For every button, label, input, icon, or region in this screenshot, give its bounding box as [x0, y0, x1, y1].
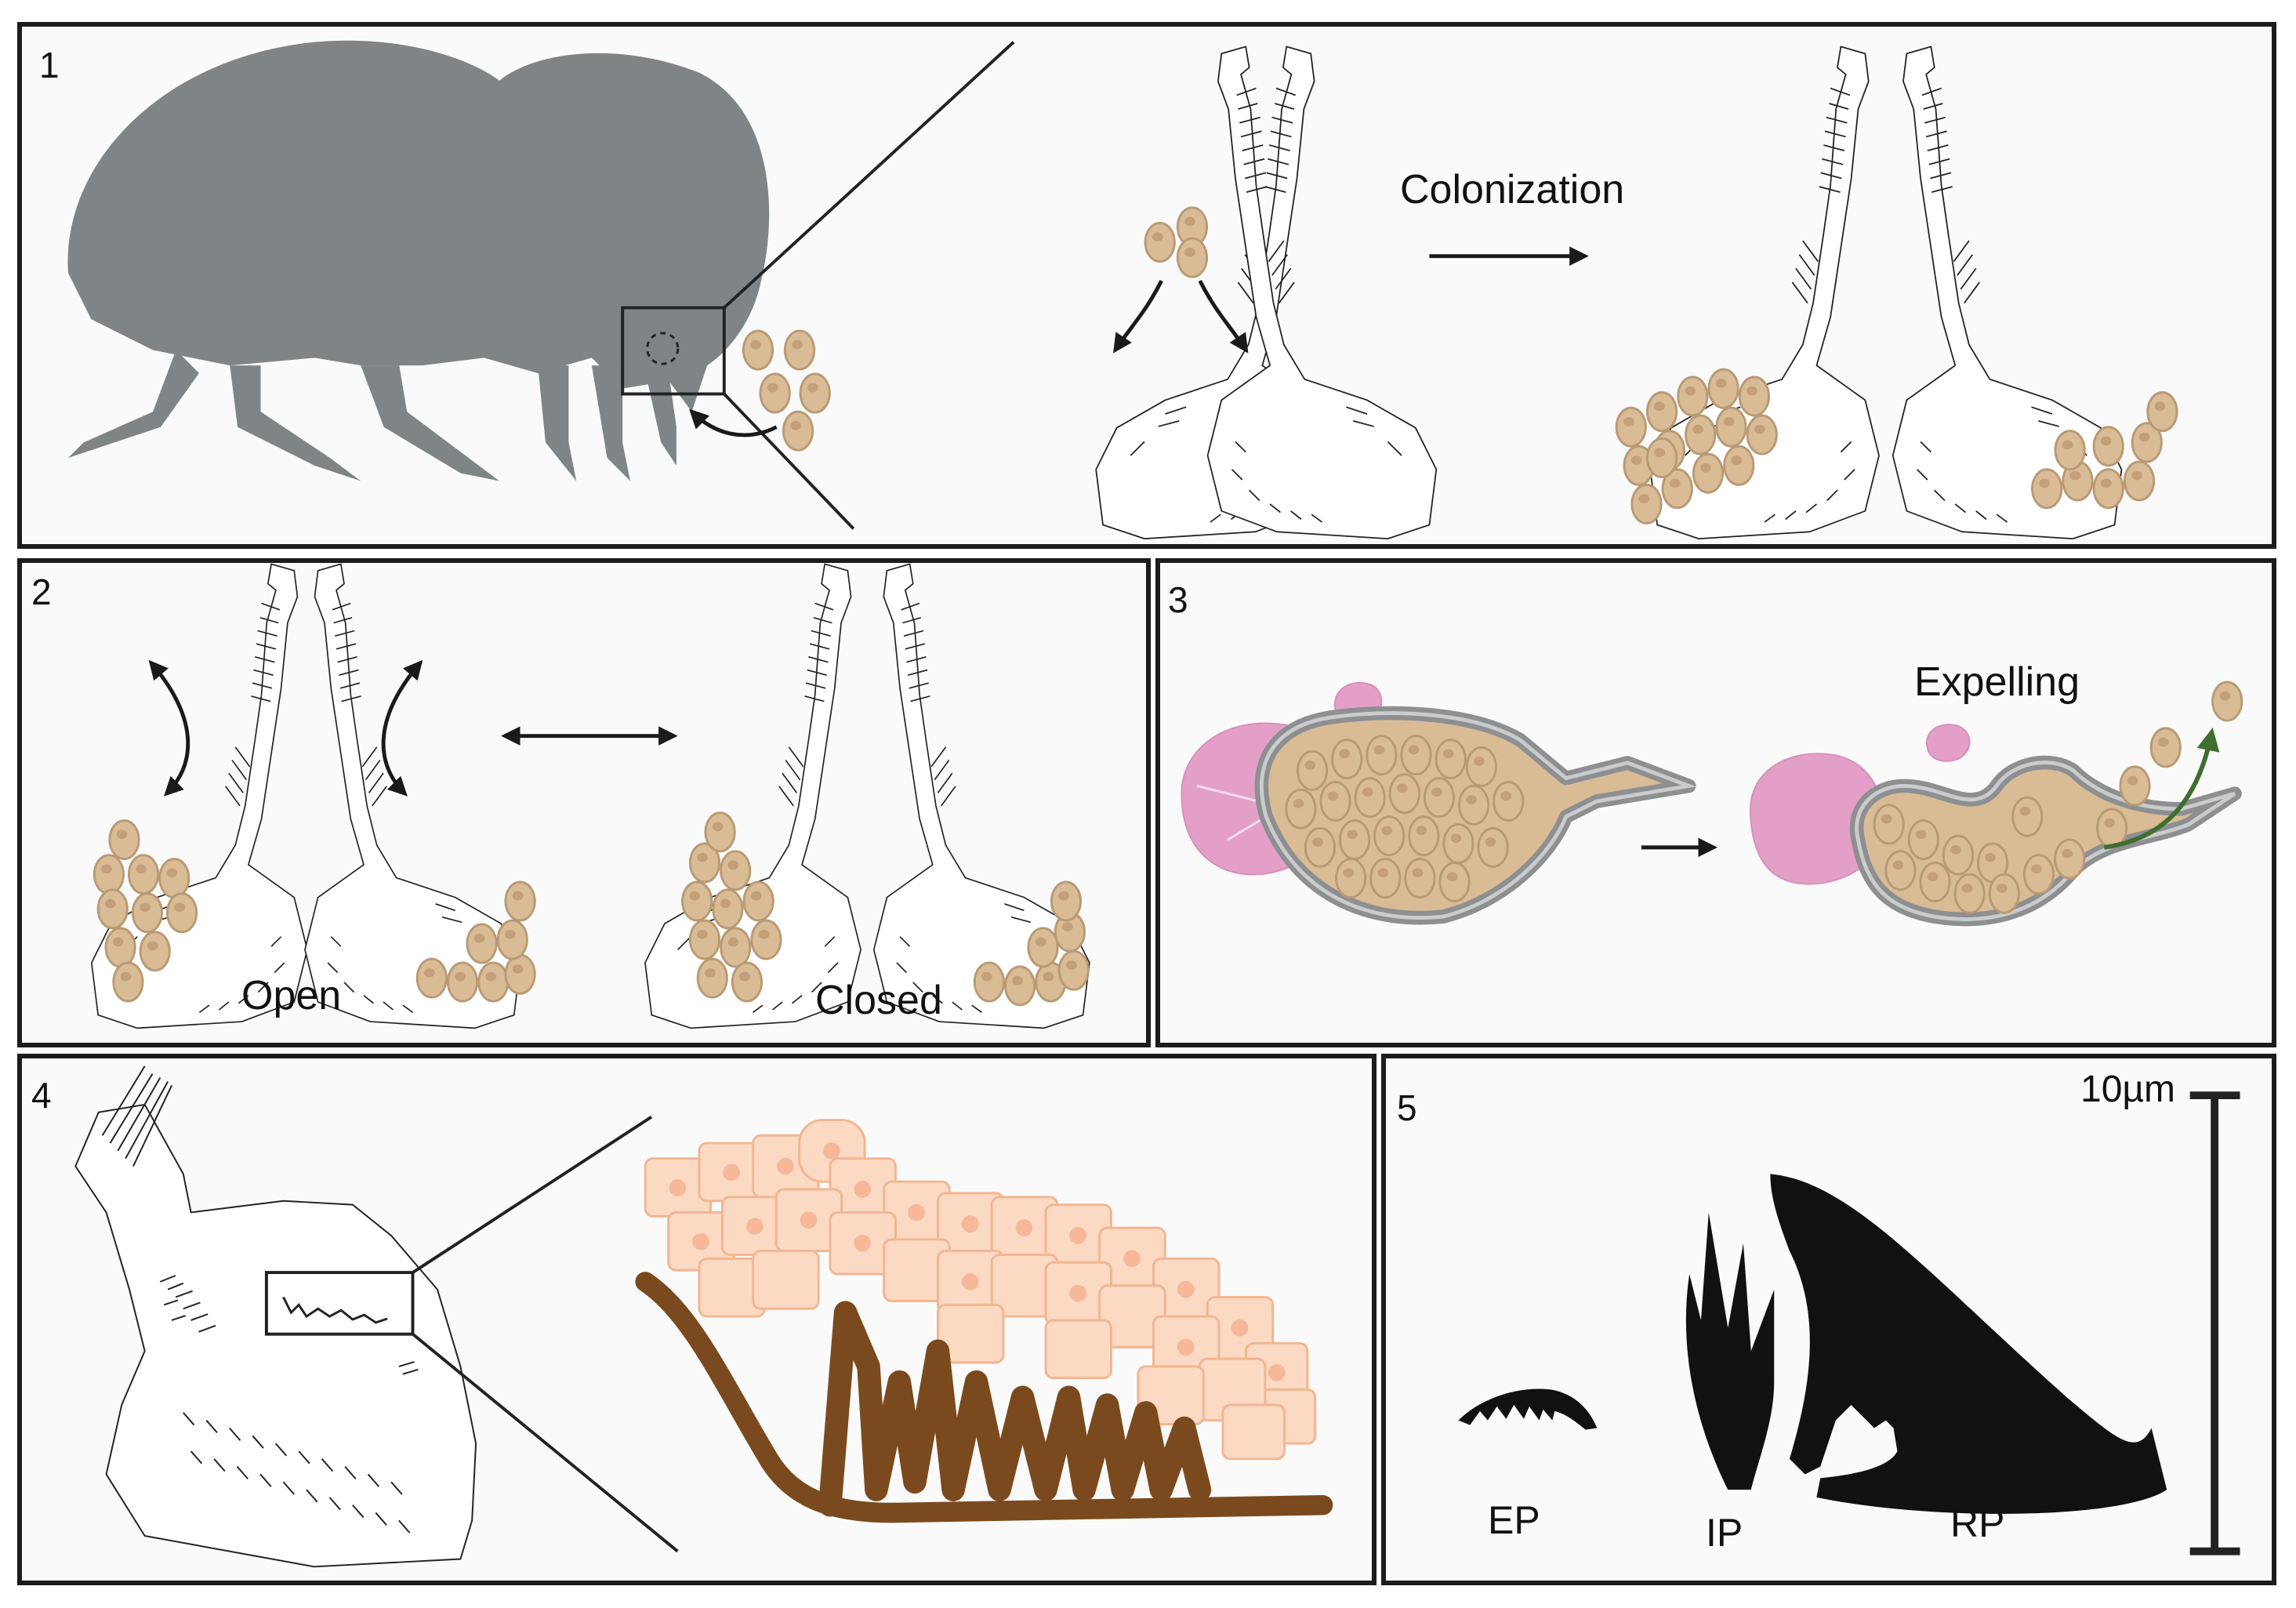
- open-label: Open: [241, 973, 342, 1018]
- closed-label: Closed: [815, 978, 942, 1023]
- fly-silhouette-icon: [67, 40, 770, 481]
- panel-2-open-closed: 2 Open Closed: [17, 558, 1151, 1047]
- crop-bristles: [101, 1065, 419, 1534]
- scale-bar-icon: [2189, 1091, 2240, 1555]
- panel-number: 4: [31, 1075, 52, 1116]
- cell-nuclei: [669, 1142, 1286, 1381]
- split-arrow-right-icon: [1198, 280, 1249, 354]
- panel-4-crop-epithelium: 4: [17, 1054, 1377, 1585]
- panel-4-artwork: [74, 1065, 1333, 1568]
- panel-number: 3: [1168, 579, 1188, 620]
- expelling-flow-arrow-icon: [2103, 727, 2220, 850]
- expelling-label: Expelling: [1914, 659, 2080, 705]
- crop-closed-left: [644, 563, 861, 1029]
- open-arrow-left-icon: [148, 659, 190, 797]
- scale-label: 10µm: [2080, 1069, 2176, 1110]
- panel-2-artwork: [90, 563, 1090, 1029]
- colonization-label: Colonization: [1400, 167, 1625, 212]
- ip-label: IP: [1706, 1511, 1743, 1555]
- ep-label: EP: [1488, 1498, 1540, 1542]
- yeast-entering: [1144, 206, 1209, 278]
- crop-closed-right: [872, 563, 1090, 1029]
- fat-body-right: [1749, 724, 1971, 885]
- crop-right-before: [1206, 45, 1438, 540]
- crop-location-marker: [646, 332, 680, 365]
- ip-spine: [1685, 1212, 1775, 1490]
- panel-number: 1: [39, 45, 60, 85]
- panel-1-colonization: 1: [17, 22, 2276, 549]
- split-arrow-left-icon: [1113, 280, 1163, 354]
- panel-number: 2: [31, 572, 52, 612]
- cuticle-layer: [635, 1272, 1333, 1523]
- crop-left-after: [1649, 45, 1880, 540]
- ingest-arrow-icon: [689, 408, 778, 437]
- cuticle-spines: [818, 1301, 1212, 1517]
- zoom-box: [264, 1271, 415, 1336]
- rp-label: RP: [1950, 1501, 2005, 1545]
- panel-number: 5: [1397, 1087, 1417, 1128]
- panel-3-artwork: [1181, 681, 2243, 927]
- panel-5-spine-types: 5 10µm EP IP RP: [1381, 1054, 2276, 1585]
- expelled-yeast: [2119, 681, 2243, 807]
- rp-spine: [1770, 1174, 2167, 1514]
- panel-3-expelling: 3: [1155, 558, 2276, 1047]
- panel-1-artwork: [67, 40, 2178, 540]
- ep-spine: [1458, 1388, 1598, 1430]
- panel-5-artwork: [1458, 1091, 2240, 1555]
- open-arrow-right-icon: [381, 659, 423, 797]
- zoom-box: [621, 306, 726, 396]
